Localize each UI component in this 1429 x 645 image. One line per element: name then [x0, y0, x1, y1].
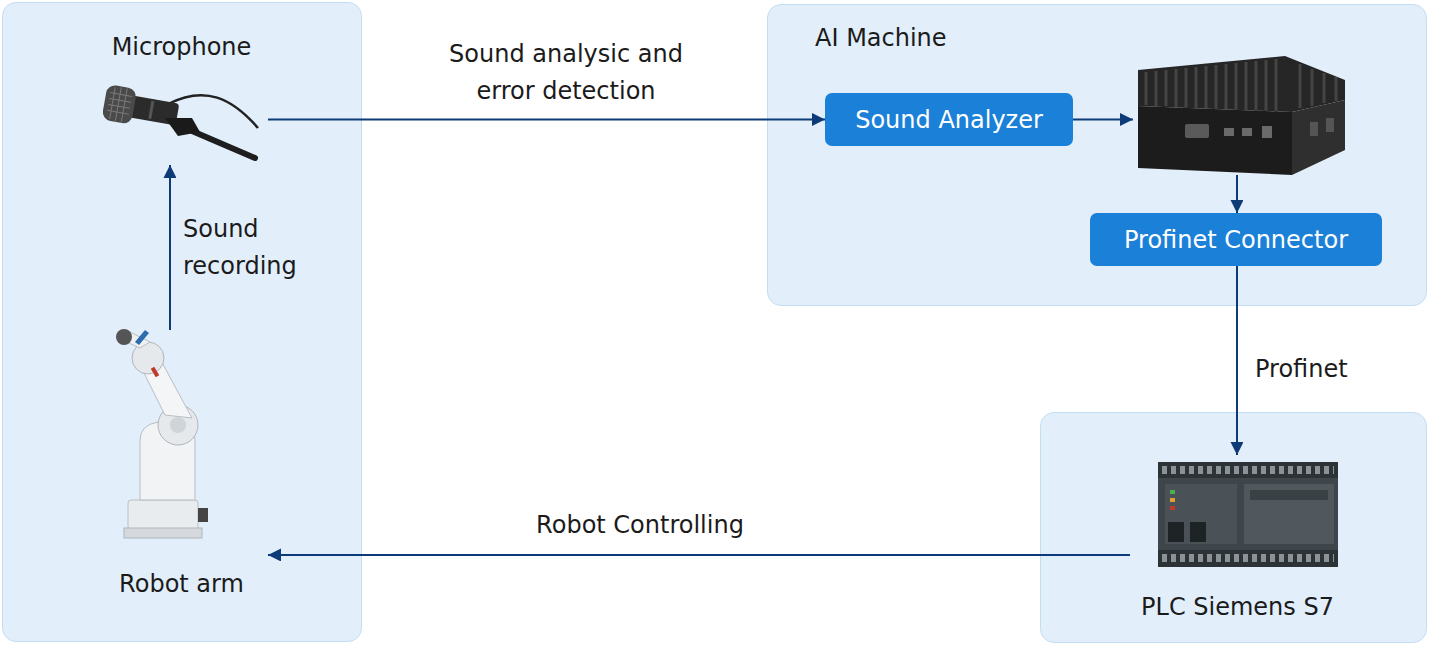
- industrial-pc-illustration: [1138, 56, 1345, 175]
- node-label: AI Machine: [815, 24, 947, 52]
- microphone-illustration: [168, 95, 258, 128]
- plc-illustration: [1170, 498, 1175, 502]
- node-label: PLC Siemens S7: [1090, 593, 1385, 621]
- industrial-pc-illustration: [1326, 118, 1334, 132]
- robot-arm-illustration: [140, 355, 192, 418]
- industrial-pc-illustration: [1138, 56, 1345, 112]
- flow-arrow: [1073, 119, 1133, 121]
- robot-arm-illustration: [116, 329, 208, 538]
- plc-illustration: [1190, 522, 1206, 542]
- plc-illustration: [1162, 466, 1334, 474]
- microphone-illustration: [101, 84, 137, 125]
- plc-illustration: [1170, 506, 1175, 510]
- industrial-pc-illustration: [1292, 100, 1345, 175]
- edge-label: Profinet: [1255, 351, 1405, 388]
- microphone-illustration: [109, 86, 127, 122]
- plc-illustration: [1158, 550, 1338, 567]
- edge-label: Robot Controlling: [470, 507, 810, 544]
- node-label: Robot arm: [55, 570, 308, 598]
- flow-arrow: [268, 119, 825, 121]
- robot-arm-illustration: [124, 528, 202, 538]
- plc-illustration: [1170, 490, 1175, 494]
- flow-arrow: [1236, 266, 1238, 455]
- industrial-pc-illustration: [1262, 126, 1272, 138]
- robot-arm-illustration: [198, 508, 208, 522]
- plc-illustration: [1158, 462, 1338, 478]
- group-panel: MicrophoneRobot arm: [2, 2, 362, 642]
- robot-arm-illustration: [135, 330, 149, 345]
- flow-arrow: [169, 165, 171, 330]
- group-panel: PLC Siemens S7: [1040, 412, 1427, 643]
- process-box: Profinet Connector: [1090, 213, 1382, 266]
- microphone-illustration: [165, 118, 200, 136]
- device-node: [1133, 55, 1345, 175]
- robot-arm-illustration: [151, 367, 159, 378]
- robot-arm-illustration: [122, 330, 150, 348]
- microphone-illustration: [185, 128, 255, 158]
- edge-label: Sound analysic and error detection: [426, 36, 706, 110]
- plc-illustration: [1158, 462, 1338, 567]
- industrial-pc-illustration: [1146, 59, 1336, 112]
- box-label: Profinet Connector: [1124, 226, 1348, 254]
- microphone-illustration: [148, 101, 154, 119]
- plc-illustration: [1244, 484, 1334, 544]
- group-panel: AI MachineSound AnalyzerProfinet Connect…: [767, 4, 1427, 306]
- node-label: Microphone: [65, 33, 298, 61]
- device-node: Robot arm: [95, 330, 268, 600]
- industrial-pc-illustration: [1242, 128, 1252, 136]
- robot-arm-illustration: [116, 329, 132, 345]
- plc-illustration: [1168, 522, 1184, 542]
- robot-arm-illustration: [128, 500, 198, 535]
- robot-arm-illustration: [158, 405, 198, 445]
- industrial-pc-illustration: [1310, 122, 1318, 136]
- device-node: PLC Siemens S7: [1130, 455, 1345, 623]
- flow-arrow: [1236, 175, 1238, 213]
- robot-arm-illustration: [140, 422, 195, 500]
- process-box: Sound Analyzer: [825, 93, 1073, 146]
- robot-arm-illustration: [170, 417, 186, 433]
- plc-illustration: [1162, 554, 1334, 562]
- industrial-pc-illustration: [1138, 106, 1292, 175]
- plc-illustration: [1165, 484, 1237, 544]
- flow-arrow: [268, 554, 1130, 556]
- microphone-illustration: [126, 95, 179, 125]
- plc-illustration: [1250, 490, 1328, 500]
- robot-arm-illustration: [132, 342, 164, 374]
- industrial-pc-illustration: [1185, 124, 1209, 138]
- plc-illustration: [1158, 462, 1338, 567]
- box-label: Sound Analyzer: [855, 106, 1043, 134]
- microphone-illustration: [101, 84, 180, 132]
- device-node: Microphone: [95, 30, 268, 165]
- microphone-illustration: [101, 84, 258, 158]
- industrial-pc-illustration: [1224, 128, 1234, 136]
- microphone-illustration: [107, 93, 132, 115]
